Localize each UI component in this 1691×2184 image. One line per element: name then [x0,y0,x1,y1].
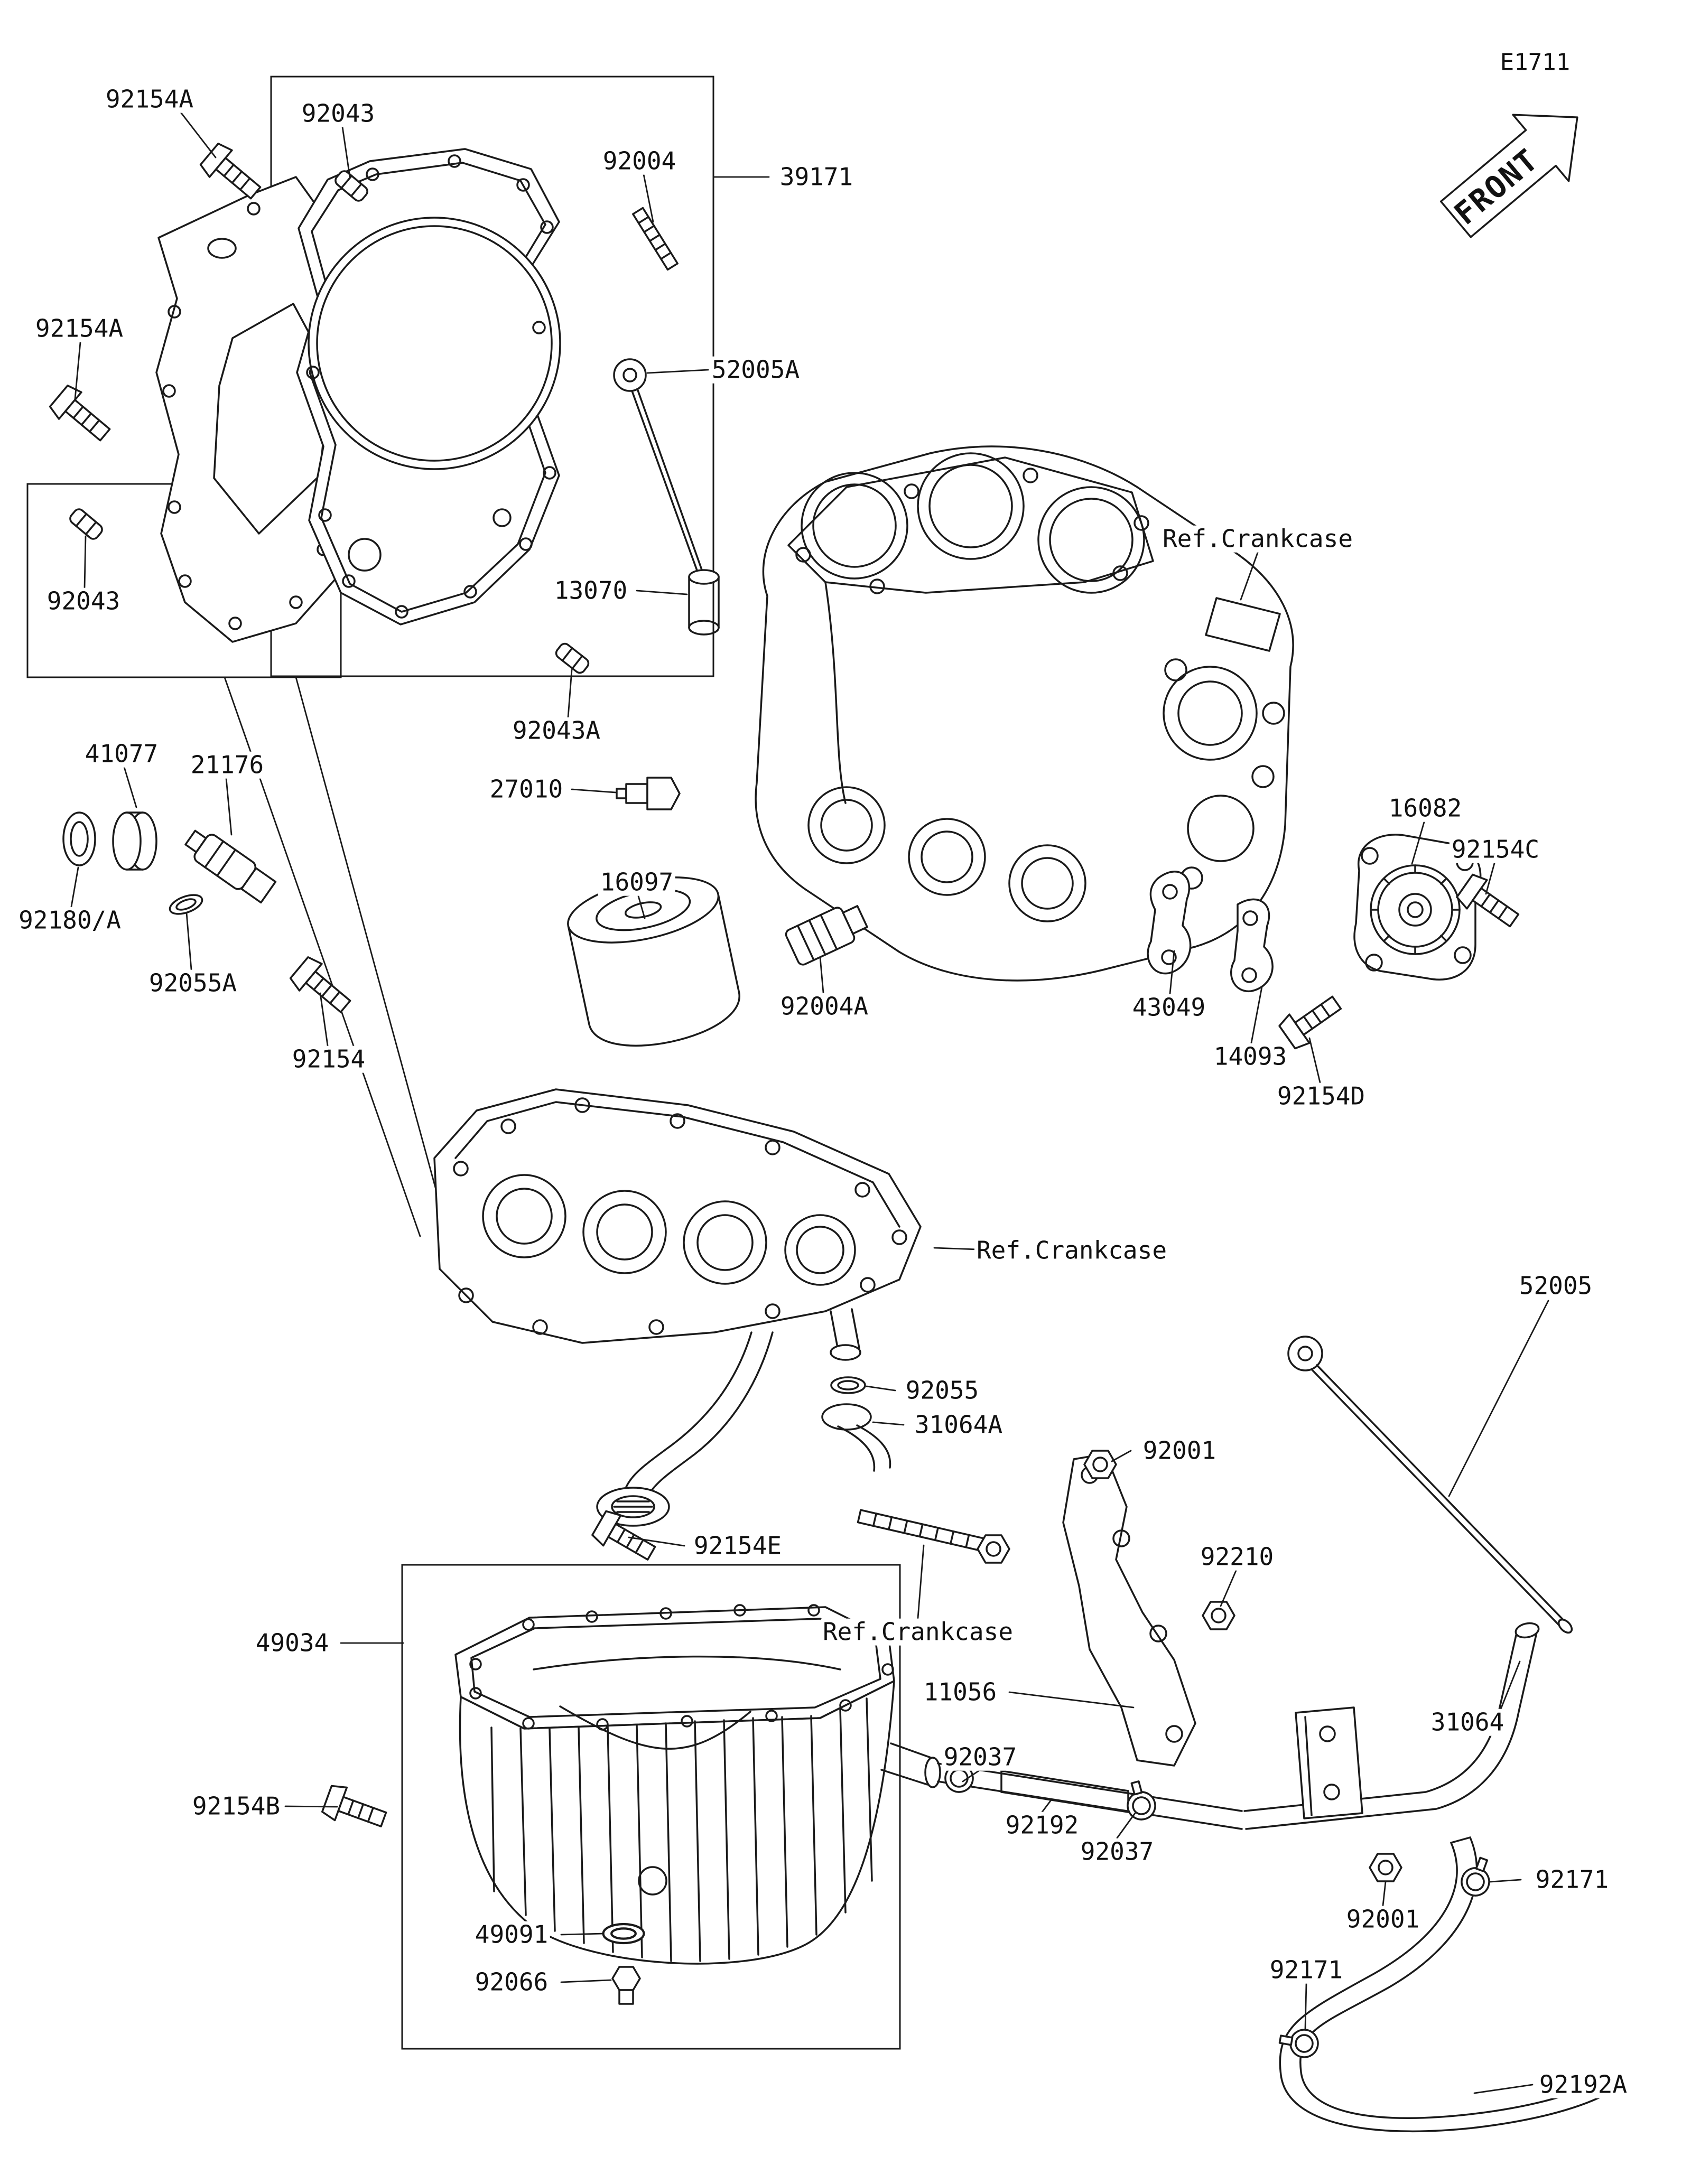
part-label-92066: 92066 [472,1969,551,1996]
part-label-92004a: 92004A [778,993,871,1020]
part-label-52005: 52005 [1517,1273,1595,1300]
part-label-92004: 92004 [600,148,679,175]
lower-crankcase-drawing [433,1088,922,1527]
drain-hose-drawing [937,1762,1243,1830]
nut-92210-icon [1202,1601,1235,1630]
part-label-21176: 21176 [188,752,266,779]
plug-92066-icon [611,1966,641,2005]
dipstick-lower-drawing [1287,1336,1573,1634]
part-label-92154a-1: 92154A [103,86,196,113]
part-label-92154a-2: 92154A [33,315,126,342]
engine-block-drawing [755,445,1294,982]
oil-pump-drawing [1353,834,1482,981]
part-label-52005a: 52005A [709,357,802,384]
sensor-21176-drawing [184,829,277,904]
washer-49091-icon [603,1924,644,1943]
part-label-92192a: 92192A [1537,2071,1630,2098]
front-arrow: FRONT [1439,114,1578,238]
pump-plate-43049-drawing [1147,871,1192,975]
part-label-14093: 14093 [1211,1043,1289,1070]
part-label-92001-upper: 92001 [1140,1438,1219,1464]
part-label-92001-lower: 92001 [1344,1906,1422,1933]
part-label-92154: 92154 [290,1046,368,1073]
part-label-92154e: 92154E [691,1533,784,1560]
oring-92055-icon [830,1376,866,1394]
part-label-92037-1: 92037 [941,1744,1019,1771]
part-label-92192: 92192 [1003,1812,1081,1839]
oil-pipe-drawing [1243,1622,1540,1830]
ref-label-crankcase-lower: Ref.Crankcase [820,1619,1016,1646]
part-label-43049: 43049 [1130,994,1208,1021]
bolt-92154a-2-icon [47,381,117,450]
nut-92001-lower-icon [1369,1853,1402,1882]
oil-switch-drawing [616,777,681,810]
part-label-31064a: 31064A [912,1412,1005,1439]
part-label-49091: 49091 [472,1921,551,1948]
part-label-92171-lower: 92171 [1267,1957,1345,1984]
part-label-92037-2: 92037 [1078,1838,1156,1865]
part-label-92055a: 92055A [146,970,239,997]
part-label-92180a: 92180/A [16,907,123,934]
oil-pan-drawing [454,1604,941,1965]
bracket-11056-drawing [1062,1453,1196,1767]
diagram-code: E1711 [1500,49,1571,76]
dipstick-upper-drawing [613,358,720,636]
part-label-92043-1: 92043 [299,100,377,127]
part-label-92210: 92210 [1198,1544,1276,1571]
stud-nut-icon [977,1534,1010,1564]
part-label-13070: 13070 [552,577,630,604]
ref-label-crankcase-middle: Ref.Crankcase [974,1237,1169,1264]
part-label-92043a: 92043A [510,717,603,744]
filter-fitting-drawing [785,905,868,966]
bolt-92154d-icon [1276,987,1348,1053]
part-label-27010: 27010 [487,776,565,803]
cap-41077-drawing [112,811,157,871]
part-label-92171-right: 92171 [1533,1866,1611,1893]
part-label-92055: 92055 [903,1377,981,1404]
part-label-92154c: 92154C [1449,836,1542,863]
seal-92180-drawing [62,811,96,866]
part-label-41077: 41077 [82,741,161,768]
pump-plate-14093-drawing [1230,898,1274,992]
nut-92001-upper-icon [1083,1450,1117,1479]
bolt-92154b-icon [320,1781,391,1837]
part-label-16097: 16097 [598,869,676,896]
flywheel-cover-drawing [296,148,561,626]
stud-92004-icon [632,207,679,271]
part-label-39171: 39171 [777,164,856,191]
part-label-11056: 11056 [921,1679,999,1706]
part-label-16082: 16082 [1386,795,1464,822]
part-label-31064: 31064 [1428,1709,1507,1736]
part-label-92154b: 92154B [190,1793,283,1820]
ref-label-crankcase-upper: Ref.Crankcase [1160,526,1355,553]
part-label-92154d: 92154D [1275,1083,1368,1110]
part-label-49034: 49034 [253,1630,331,1657]
leader-lines [70,110,1549,2094]
part-label-92043-2: 92043 [44,588,123,615]
cover-gasket-drawing [155,176,347,643]
